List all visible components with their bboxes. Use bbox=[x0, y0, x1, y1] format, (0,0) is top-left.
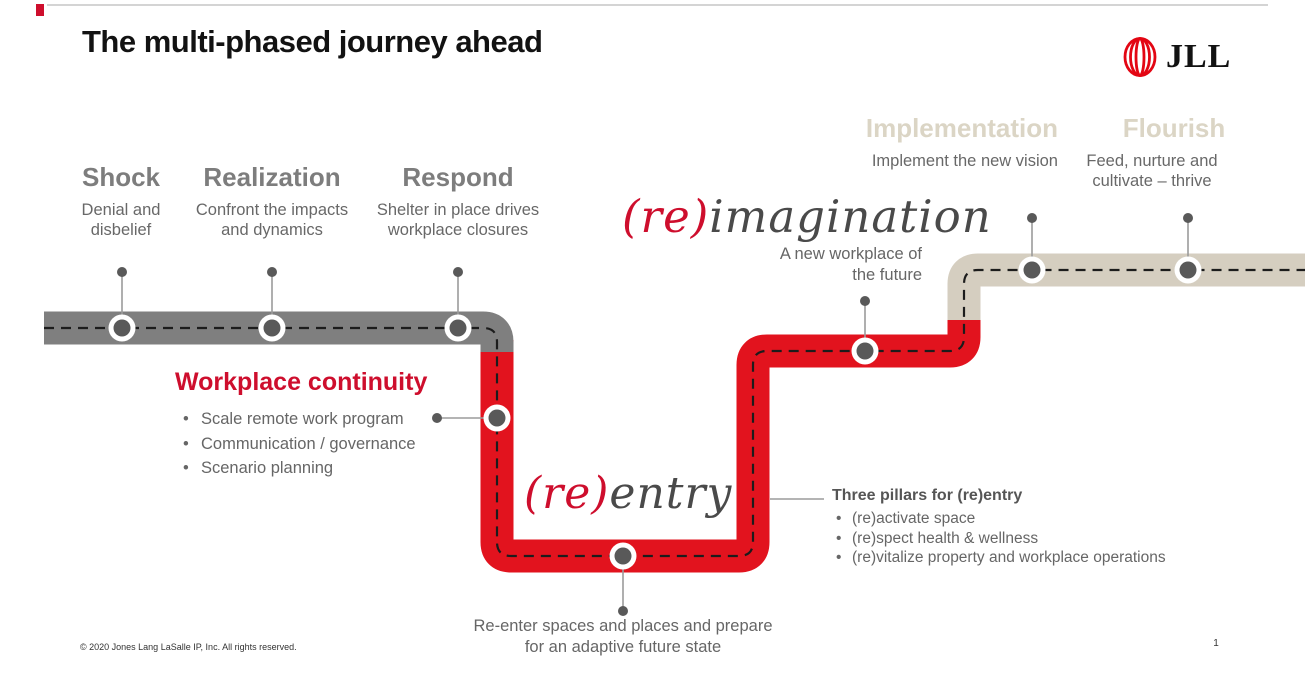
phase-implementation: Implementation Implement the new vision bbox=[838, 113, 1058, 171]
copyright-text: © 2020 Jones Lang LaSalle IP, Inc. All r… bbox=[80, 642, 297, 652]
connector-stems bbox=[121, 222, 1189, 607]
phase-desc: Confront the impacts and dynamics bbox=[195, 201, 349, 239]
dot-implementation bbox=[1027, 213, 1037, 223]
list-item: Communication / governance bbox=[175, 432, 475, 457]
dot-flourish bbox=[1183, 213, 1193, 223]
dot-shock bbox=[117, 267, 127, 277]
top-accent-bar bbox=[36, 4, 44, 16]
workplace-continuity-list: Scale remote work program Communication … bbox=[175, 407, 475, 481]
milestone-markers bbox=[108, 256, 1202, 570]
list-item: (re)activate space bbox=[832, 509, 1252, 529]
marker-dot bbox=[856, 342, 874, 360]
reentry-prefix: (re) bbox=[524, 468, 610, 519]
phase-respond: Respond Shelter in place drives workplac… bbox=[364, 162, 552, 240]
three-pillars-title: Three pillars for (re)entry bbox=[832, 487, 1023, 504]
workplace-continuity-title: Workplace continuity bbox=[175, 368, 428, 396]
phase-title: Shock bbox=[81, 162, 161, 192]
list-item: Scale remote work program bbox=[175, 407, 475, 432]
marker-dot bbox=[449, 319, 467, 337]
marker-dot bbox=[113, 319, 131, 337]
page-number: 1 bbox=[1213, 638, 1219, 649]
marker-dot bbox=[263, 319, 281, 337]
phase-desc: Shelter in place drives workplace closur… bbox=[376, 201, 540, 239]
jll-globe-icon bbox=[1120, 36, 1160, 78]
dot-reimagination-note bbox=[860, 296, 870, 306]
phase-desc: Feed, nurture and cultivate – thrive bbox=[1086, 152, 1218, 190]
reentry-note: Re-enter spaces and places and prepare f… bbox=[473, 617, 773, 656]
marker-dot bbox=[1179, 261, 1197, 279]
phase-title: Realization bbox=[203, 162, 341, 192]
reimagination-note: A new workplace of the future bbox=[779, 245, 922, 284]
phase-title: Respond bbox=[402, 162, 514, 192]
jll-logo-text: JLL bbox=[1166, 38, 1232, 75]
phase-shock: Shock Denial and disbelief bbox=[61, 162, 181, 240]
road-dashed-centerline bbox=[44, 268, 1305, 558]
phase-realization: Realization Confront the impacts and dyn… bbox=[182, 162, 362, 240]
three-pillars-list: (re)activate space (re)spect health & we… bbox=[832, 509, 1252, 568]
dot-reentry-note bbox=[618, 606, 628, 616]
list-item: (re)vitalize property and workplace oper… bbox=[832, 548, 1252, 568]
jll-logo: JLL bbox=[1120, 36, 1231, 78]
list-item: Scenario planning bbox=[175, 456, 475, 481]
three-pillars-callout: Three pillars for (re)entry (re)activate… bbox=[832, 487, 1252, 568]
dot-respond bbox=[453, 267, 463, 277]
list-item: (re)spect health & wellness bbox=[832, 529, 1252, 549]
phase-desc: Implement the new vision bbox=[871, 152, 1058, 170]
workplace-continuity-callout: Workplace continuity Scale remote work p… bbox=[175, 368, 475, 481]
marker-dot bbox=[488, 409, 506, 427]
phase-desc: Denial and disbelief bbox=[81, 201, 161, 239]
page-title: The multi-phased journey ahead bbox=[82, 24, 543, 59]
reentry-label: (re)entry bbox=[524, 468, 732, 519]
reimagination-word: imagination bbox=[709, 190, 992, 243]
marker-dot bbox=[1023, 261, 1041, 279]
phase-flourish: Flourish Feed, nurture and cultivate – t… bbox=[1072, 113, 1232, 191]
marker-dot bbox=[614, 547, 632, 565]
phase-title: Implementation bbox=[865, 113, 1058, 143]
reentry-word: entry bbox=[609, 468, 733, 519]
dot-realization bbox=[267, 267, 277, 277]
phase-title: Flourish bbox=[1122, 113, 1226, 143]
road-segment-tan bbox=[947, 253, 1305, 320]
reimagination-label: (re)imagination bbox=[622, 190, 992, 243]
reimagination-prefix: (re) bbox=[622, 190, 710, 243]
